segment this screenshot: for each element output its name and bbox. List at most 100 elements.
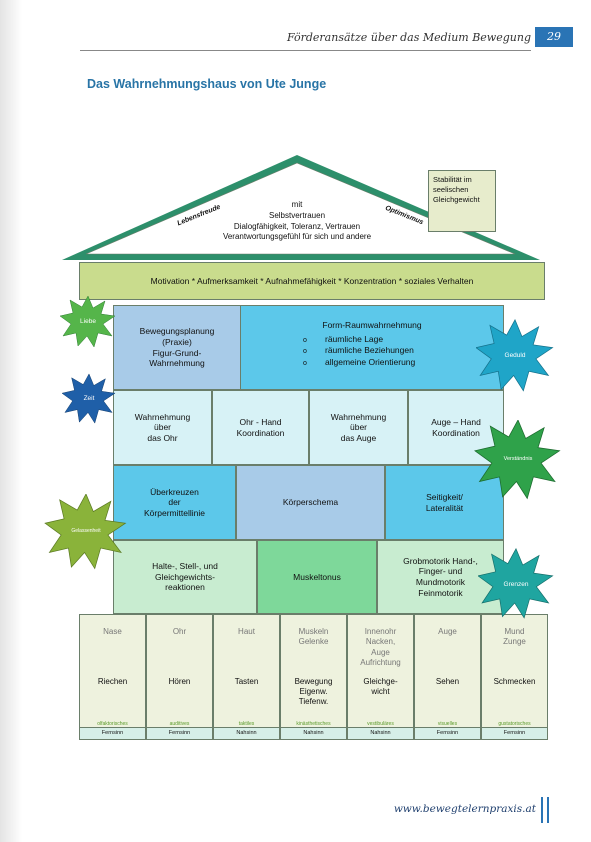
- cell-line: Mundmotorik: [415, 577, 466, 587]
- sense-system-line: gustatorisches: [498, 721, 531, 727]
- sense-organ-line: Nacken,: [365, 637, 396, 647]
- wahrnehmung-ohr-cell: Wahrnehmung über das Ohr: [113, 390, 212, 465]
- footer-url: www.bewegtelernpraxis.at: [393, 803, 536, 815]
- sense-organ-line: Haut: [238, 627, 255, 636]
- sense-system-line: visuelles: [437, 721, 458, 727]
- sense-modality: Sehen: [415, 677, 480, 687]
- sense-modality-line: Gleichge-: [363, 677, 398, 686]
- cell-line: Grobmotorik Hand-,: [403, 555, 478, 566]
- sense-organ-line: Aufrichtung: [360, 658, 401, 668]
- cell-line: Lateralität: [425, 502, 464, 513]
- page-number: 29: [535, 27, 573, 47]
- roof-line: Verantwortungsgefühl für sich und andere: [222, 232, 372, 242]
- star-label-verstaendnis: Verständnis: [503, 456, 533, 462]
- sense-organ: Auge: [415, 627, 480, 637]
- cell-line: (Praxie): [162, 336, 192, 347]
- sense-organ-line: Auge: [371, 647, 390, 657]
- roof-line: Dialogfähigkeit, Toleranz, Vertrauen: [233, 221, 361, 231]
- motivation-row: Motivation * Aufmerksamkeit * Aufnahmefä…: [79, 262, 545, 300]
- cell-line: Gleichgewichts-: [154, 571, 215, 582]
- star-label-gelassenheit: Gelassenheit: [71, 528, 101, 534]
- cell-line: der: [168, 497, 181, 508]
- sense-organ: Ohr: [147, 627, 212, 637]
- sense-organ-line: Ohr: [172, 627, 187, 636]
- cell-line: Wahrnehmung: [330, 411, 387, 422]
- star-label-liebe: Liebe: [80, 318, 96, 325]
- sense-modality: Schmecken: [482, 677, 547, 687]
- sense-type-label: Fernsinn: [147, 727, 212, 739]
- sense-organ-line: Gelenke: [298, 637, 329, 647]
- sense-modality-line: Schmecken: [493, 677, 536, 686]
- sense-modality-line: Riechen: [97, 677, 128, 686]
- cell-line: über: [349, 422, 367, 433]
- halte-stell-cell: Halte-, Stell-, und Gleichgewichts- reak…: [113, 540, 257, 614]
- roof-line: mit: [291, 200, 303, 209]
- cell-line: Überkreuzen: [150, 486, 199, 497]
- page-title: Das Wahrnehmungshaus von Ute Junge: [87, 77, 327, 91]
- cell-line: Ohr - Hand: [239, 416, 282, 427]
- star-label-geduld: Geduld: [504, 352, 526, 359]
- sense-modality: Hören: [147, 677, 212, 687]
- sense-system-line: olfaktorisches: [97, 721, 128, 727]
- cell-line: Figur-Grund-: [152, 347, 202, 358]
- roof-inner: [85, 162, 516, 255]
- sense-organ-line: Mund: [504, 627, 525, 636]
- page-edge-shadow: [0, 0, 22, 842]
- sense-column: OhrHörenauditivesSystemFernsinn: [146, 614, 213, 740]
- sense-modality-line: Sehen: [435, 677, 460, 686]
- sense-modality-line: Hören: [168, 677, 191, 686]
- chimney-box: Stabilität im seelischen Gleichgewicht: [428, 170, 496, 232]
- form-raum-list: räumliche Lage räumliche Beziehungen all…: [303, 334, 415, 368]
- sense-modality: Tasten: [214, 677, 279, 687]
- cell-line: über: [153, 422, 171, 433]
- cell-line: Körpermittellinie: [144, 507, 205, 518]
- cell-line: Feinmotorik: [418, 587, 463, 598]
- cell-line: Finger- und: [418, 566, 463, 577]
- cell-line: Auge – Hand: [431, 416, 481, 427]
- sense-organ-line: Zunge: [503, 637, 526, 647]
- sense-organ-line: Auge: [438, 627, 457, 636]
- header-rule: [80, 50, 531, 51]
- sense-system-line: auditives: [169, 721, 190, 727]
- sense-modality-line: Tiefenw.: [298, 697, 329, 706]
- sense-type-label: Fernsinn: [415, 727, 480, 739]
- sense-modality-line: Tasten: [234, 677, 259, 686]
- chimney-line: Stabilität im: [433, 175, 472, 184]
- wahrnehmung-auge-cell: Wahrnehmung über das Auge: [309, 390, 408, 465]
- bewegungsplanung-cell: Bewegungsplanung (Praxie) Figur-Grund- W…: [113, 305, 241, 390]
- chimney-line: seelischen: [433, 185, 469, 195]
- star-zeit: [62, 373, 116, 424]
- form-raum-title: Form-Raumwahrnehmung: [322, 320, 422, 330]
- sense-organ: Nase: [80, 627, 145, 637]
- sense-modality-line: Bewegung: [294, 677, 333, 686]
- sense-organ-line: Muskeln: [298, 627, 329, 636]
- roof-text: mit Selbstvertrauen Dialogfähigkeit, Tol…: [180, 200, 414, 243]
- sense-type-label: Nahsinn: [281, 727, 346, 739]
- sense-modality: Riechen: [80, 677, 145, 687]
- sense-system-line: vestibuläres: [367, 721, 394, 727]
- sense-system-line: taktiles: [238, 721, 255, 727]
- star-label-zeit: Zeit: [83, 395, 95, 402]
- list-item: räumliche Lage: [303, 334, 415, 345]
- sense-type-label: Nahsinn: [214, 727, 279, 739]
- star-gelassenheit: [44, 494, 127, 570]
- cell-line: das Auge: [340, 432, 377, 443]
- sense-column: MundZungeSchmeckengustatorischesSystemFe…: [481, 614, 548, 740]
- star-liebe: [60, 296, 116, 348]
- chimney-line: Gleichgewicht: [433, 195, 480, 205]
- sense-organ-line: Innenohr: [364, 627, 397, 636]
- cell-line: reaktionen: [165, 582, 205, 593]
- koerperschema-cell: Körperschema: [236, 465, 385, 540]
- muskeltonus-cell: Muskeltonus: [257, 540, 377, 614]
- sense-column: HautTastentaktilesSystemNahsinn: [213, 614, 280, 740]
- cell-line: Koordination: [432, 427, 480, 438]
- cell-line: Wahrnehmung: [134, 411, 191, 422]
- star-grenzen: [478, 548, 554, 619]
- list-item: allgemeine Orientierung: [303, 357, 415, 368]
- cell-line: Halte-, Stell-, und: [152, 561, 218, 572]
